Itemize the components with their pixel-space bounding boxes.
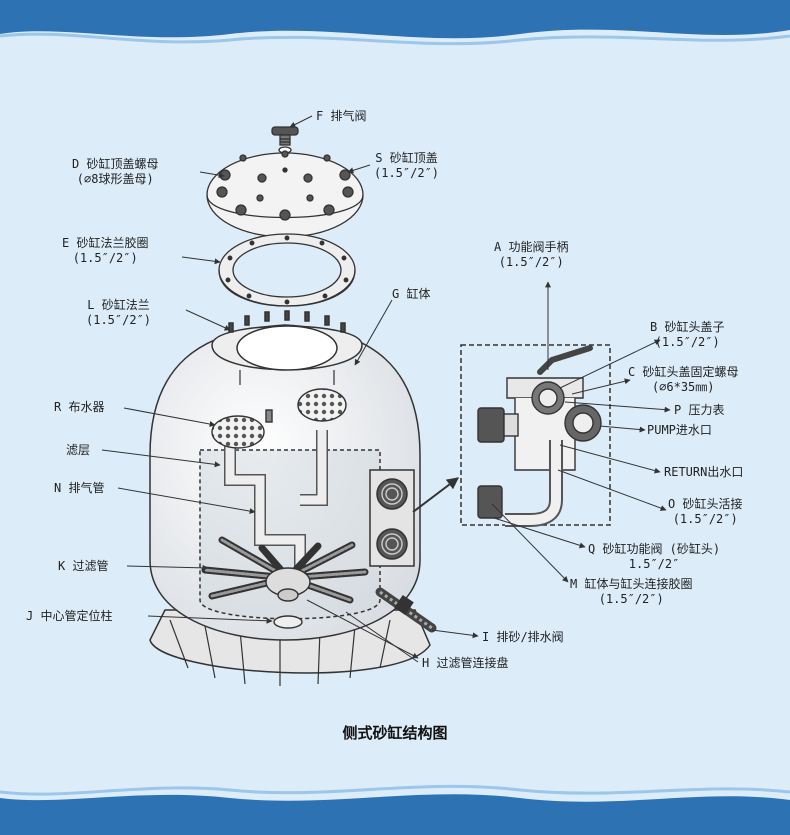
label-valve-cover-screw-name: C 砂缸头盖固定螺母 [628, 365, 739, 379]
label-tank-lid: S 砂缸顶盖 (1.5″/2″) [374, 151, 439, 181]
label-pump-inlet: PUMP进水口 [647, 423, 712, 437]
label-valve-gasket-spec: (1.5″/2″) [598, 592, 664, 606]
label-tank-flange-spec: (1.5″/2″) [86, 313, 152, 327]
label-tank-body: G 缸体 [392, 287, 431, 301]
label-diffuser: R 布水器 [54, 400, 105, 414]
flange-gasket-shape [218, 233, 356, 307]
label-multiport-valve: Q 砂缸功能阀 (砂缸头) 1.5″/2″ [588, 542, 720, 572]
label-multiport-valve-spec: 1.5″/2″ [628, 557, 680, 571]
multiport-valve-shape [477, 345, 602, 527]
tank-body-shape [149, 310, 431, 686]
label-valve-cover-screw: C 砂缸头盖固定螺母 (⌀6*35㎜) [628, 365, 738, 395]
label-valve-handle-spec: (1.5″/2″) [498, 255, 564, 269]
label-multiport-valve-name: Q 砂缸功能阀 (砂缸头) [588, 542, 721, 556]
label-tank-lid-name: S 砂缸顶盖 [375, 151, 438, 165]
detail-connector-arrow [412, 477, 459, 513]
label-valve-union-spec: (1.5″/2″) [672, 512, 738, 526]
label-valve-handle-name: A 功能阀手柄 [494, 240, 569, 254]
label-valve-gasket-name: M 缸体与缸头连接胶圈 [570, 577, 693, 591]
label-air-pipe: N 排气管 [54, 481, 105, 495]
label-valve-gasket: M 缸体与缸头连接胶圈 (1.5″/2″) [570, 577, 692, 607]
label-air-release-valve: F 排气阀 [316, 109, 367, 123]
label-return-outlet: RETURN出水口 [664, 465, 744, 479]
label-tank-flange: L 砂缸法兰 (1.5″/2″) [86, 298, 151, 328]
label-flange-gasket: E 砂缸法兰胶圈 (1.5″/2″) [62, 236, 148, 266]
label-valve-cover: B 砂缸头盖子 (1.5″/2″) [650, 320, 724, 350]
label-lid-nut-spec: (⌀8球形盖母) [76, 172, 154, 186]
leader-lines [101, 115, 671, 663]
label-center-locator: J 中心管定位柱 [26, 609, 113, 623]
drain-valve-shape [375, 587, 437, 633]
diagram-caption: 侧式砂缸结构图 [342, 724, 448, 742]
label-tank-lid-spec: (1.5″/2″) [374, 166, 440, 180]
label-tank-flange-name: L 砂缸法兰 [87, 298, 150, 312]
label-flange-gasket-name: E 砂缸法兰胶圈 [62, 236, 149, 250]
label-valve-union-name: O 砂缸头活接 [668, 497, 743, 511]
label-laterals: K 过滤管 [58, 559, 109, 573]
tank-lid-shape [206, 146, 364, 238]
label-drain-valve: I 排砂/排水阀 [482, 630, 564, 644]
label-lid-nut: D 砂缸顶盖螺母 (⌀8球形盖母) [72, 157, 158, 187]
label-pressure-gauge: P 压力表 [674, 403, 725, 417]
label-valve-cover-spec: (1.5″/2″) [654, 335, 720, 349]
air-release-valve-shape [271, 126, 299, 146]
label-valve-cover-name: B 砂缸头盖子 [650, 320, 725, 334]
bottom-wave-banner [0, 784, 790, 835]
top-wave-banner [0, 0, 790, 46]
label-lid-nut-name: D 砂缸顶盖螺母 [72, 157, 159, 171]
label-filter-media: 滤层 [66, 443, 91, 457]
label-valve-handle: A 功能阀手柄 (1.5″/2″) [494, 240, 568, 270]
label-flange-gasket-spec: (1.5″/2″) [72, 251, 138, 265]
internal-pipes-shape [201, 388, 369, 629]
label-lateral-hub: H 过滤管连接盘 [422, 656, 509, 670]
label-valve-union: O 砂缸头活接 (1.5″/2″) [668, 497, 742, 527]
label-valve-cover-screw-spec: (⌀6*35㎜) [651, 380, 715, 394]
